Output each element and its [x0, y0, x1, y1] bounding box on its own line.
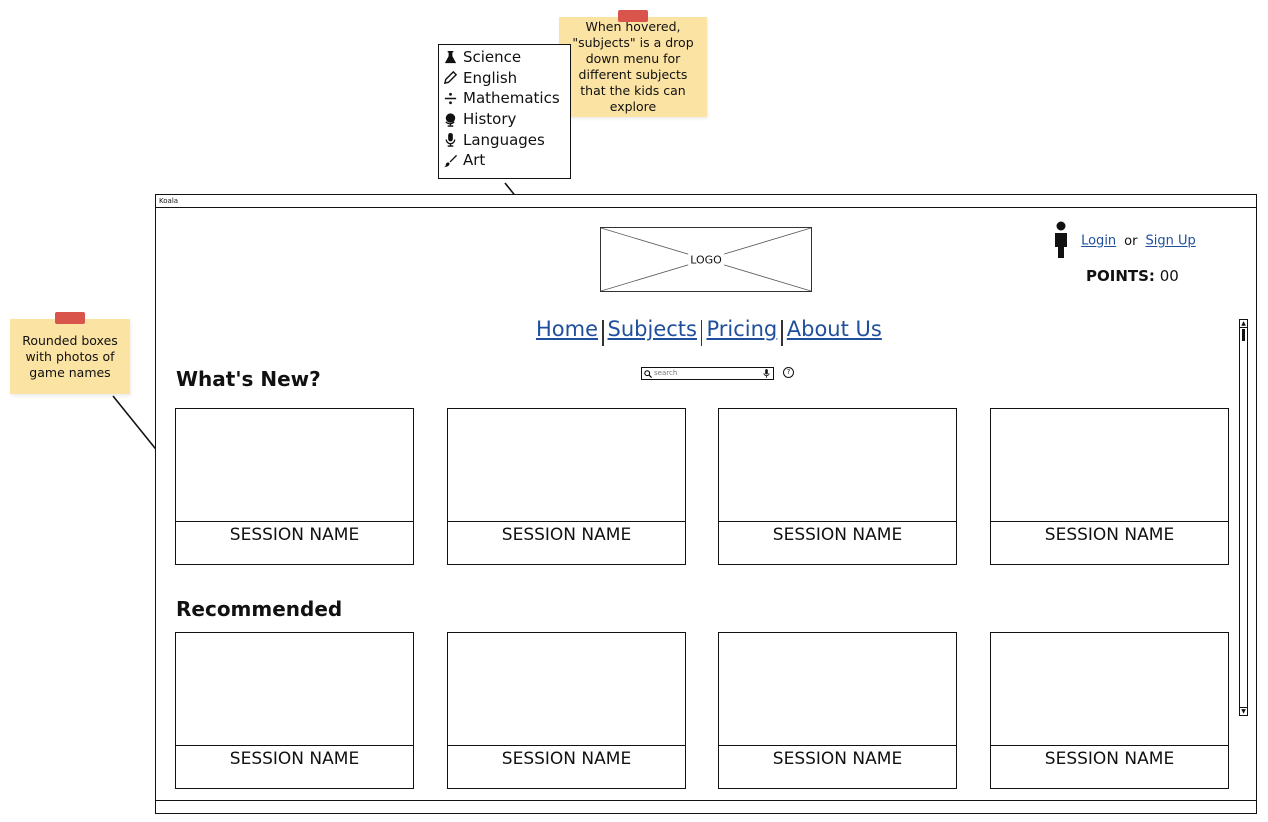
session-name: SESSION NAME — [448, 521, 685, 564]
dropdown-item-art[interactable]: Art — [443, 150, 570, 171]
dropdown-item-mathematics[interactable]: Mathematics — [443, 88, 570, 109]
session-card[interactable]: SESSION NAME — [718, 632, 957, 789]
dropdown-item-label: English — [463, 68, 518, 87]
pencil-icon — [443, 71, 458, 85]
session-name: SESSION NAME — [176, 745, 413, 788]
session-name: SESSION NAME — [176, 521, 413, 564]
nav-pricing[interactable]: Pricing — [706, 317, 778, 341]
points-value: 00 — [1159, 267, 1179, 285]
session-card[interactable]: SESSION NAME — [718, 408, 957, 565]
search-placeholder: search — [654, 369, 678, 377]
nav-subjects[interactable]: Subjects — [607, 317, 697, 341]
dropdown-item-label: Science — [463, 48, 522, 67]
session-name: SESSION NAME — [448, 745, 685, 788]
search-input[interactable]: search — [641, 367, 774, 380]
search-icon — [644, 369, 652, 378]
dropdown-item-label: Art — [463, 151, 486, 170]
nav-divider — [700, 320, 703, 346]
help-icon[interactable]: ? — [783, 367, 794, 378]
note-tape — [55, 312, 85, 324]
user-icon — [1055, 221, 1067, 258]
session-card[interactable]: SESSION NAME — [990, 408, 1229, 565]
session-card[interactable]: SESSION NAME — [447, 408, 686, 565]
or-text: or — [1124, 233, 1138, 249]
nav-divider — [602, 320, 604, 346]
beaker-icon — [444, 50, 457, 63]
subjects-dropdown-note: When hovered, "subjects" is a drop down … — [559, 10, 707, 117]
nav-about-us[interactable]: About Us — [786, 317, 882, 341]
window-titlebar: Koala — [156, 195, 1256, 208]
window-bottom-bar — [156, 800, 1256, 813]
rounded-boxes-note: Rounded boxes with photos of game names — [10, 312, 130, 394]
points-label: POINTS: — [1086, 267, 1155, 285]
boxes-note-text: Rounded boxes with photos of game names — [22, 332, 118, 380]
dropdown-item-science[interactable]: Science — [443, 47, 570, 68]
subjects-note-text: When hovered, "subjects" is a drop down … — [572, 19, 694, 114]
session-name: SESSION NAME — [719, 745, 956, 788]
dropdown-item-label: Languages — [463, 130, 545, 149]
session-name: SESSION NAME — [991, 745, 1228, 788]
session-card[interactable]: SESSION NAME — [990, 632, 1229, 789]
session-card[interactable]: SESSION NAME — [447, 632, 686, 789]
dropdown-item-label: Mathematics — [463, 89, 560, 108]
brush-icon — [443, 154, 458, 167]
session-name: SESSION NAME — [991, 521, 1228, 564]
nav-divider — [781, 320, 783, 346]
session-card[interactable]: SESSION NAME — [175, 408, 414, 565]
note-tape — [618, 10, 648, 22]
window-title: Koala — [159, 197, 179, 205]
nav-home[interactable]: Home — [536, 317, 599, 341]
scroll-up-icon[interactable]: ▲ — [1240, 320, 1247, 328]
dropdown-item-english[interactable]: English — [443, 68, 570, 89]
subjects-dropdown-menu: Science English Mathematics History Lang… — [438, 44, 571, 179]
points-display: POINTS: 00 — [1086, 267, 1179, 285]
help-icon-glyph: ? — [786, 368, 791, 376]
microphone-icon — [445, 133, 456, 147]
dropdown-item-label: History — [463, 110, 517, 129]
scroll-thumb[interactable] — [1242, 329, 1245, 341]
logo-placeholder[interactable]: LOGO — [600, 227, 812, 292]
login-link[interactable]: Login — [1081, 233, 1117, 249]
session-card[interactable]: SESSION NAME — [175, 632, 414, 789]
main-nav: Home Subjects Pricing About Us — [532, 317, 886, 346]
dropdown-item-languages[interactable]: Languages — [443, 129, 570, 150]
vertical-scrollbar[interactable]: ▲ ▼ — [1239, 319, 1248, 716]
microphone-icon[interactable] — [763, 369, 770, 378]
section-title-whats-new: What's New? — [176, 367, 321, 391]
section-title-recommended: Recommended — [176, 597, 343, 621]
globe-icon — [445, 112, 456, 127]
divide-icon — [444, 92, 457, 105]
logo-text: LOGO — [688, 253, 724, 266]
signup-link[interactable]: Sign Up — [1145, 233, 1196, 249]
dropdown-item-history[interactable]: History — [443, 109, 570, 130]
session-name: SESSION NAME — [719, 521, 956, 564]
scroll-down-icon[interactable]: ▼ — [1240, 707, 1247, 715]
